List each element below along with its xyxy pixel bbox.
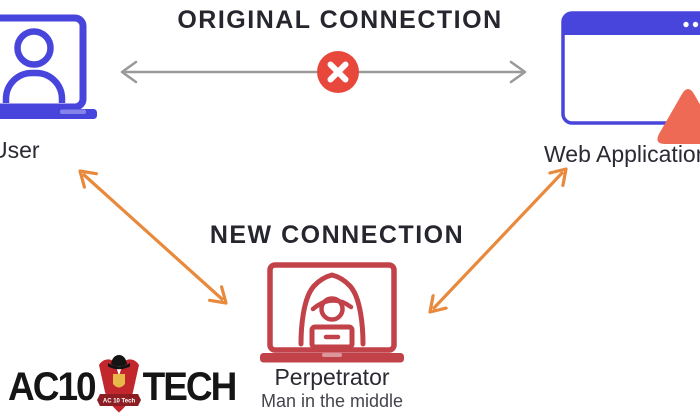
shield-banner-text: AC 10 Tech [102, 399, 135, 405]
browser-window-icon [561, 11, 700, 125]
web-application-label: Web Application [544, 141, 700, 167]
user-label: User [0, 137, 40, 163]
logo-suffix: TECH [142, 364, 238, 409]
shield-logo-icon: AC 10 Tech [96, 355, 141, 413]
user-laptop-icon [0, 14, 97, 119]
original-connection-heading: ORIGINAL CONNECTION [177, 6, 503, 34]
ac10-tech-logo: AC10 AC 10 Tech TECH [8, 354, 238, 420]
perpetrator-label: Perpetrator [274, 364, 390, 390]
hacker-laptop-icon [260, 262, 404, 363]
warning-triangle-icon [657, 89, 700, 144]
blocked-x-icon [317, 51, 359, 93]
logo-prefix: AC10 [8, 364, 97, 409]
new-connection-arrow-user [78, 169, 228, 305]
new-connection-arrow-webapp [428, 167, 568, 314]
new-connection-heading: NEW CONNECTION [209, 221, 465, 249]
perpetrator-sublabel: Man in the middle [260, 391, 404, 411]
